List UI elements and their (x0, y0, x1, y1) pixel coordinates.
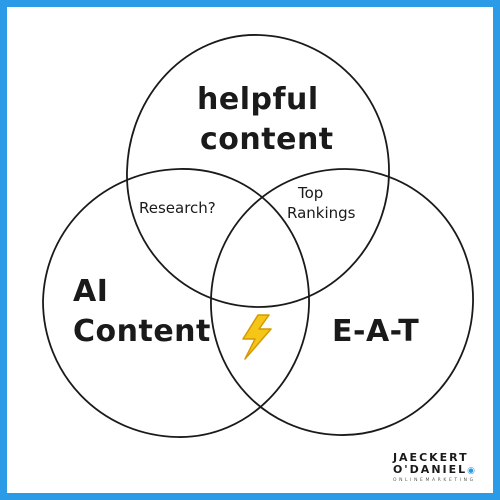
circle-eat (210, 168, 474, 436)
label-top: Top (298, 184, 324, 202)
label-helpful: helpful (197, 82, 319, 117)
label-rankings: Rankings (287, 204, 356, 222)
label-content-top: content (200, 122, 334, 157)
venn-diagram (42, 34, 474, 438)
logo-line-2: O'DANIEL◉ (393, 464, 477, 477)
logo-line-1: JAECKERT (392, 450, 469, 464)
logo-pin-icon: ◉ (467, 466, 477, 477)
company-logo: JAECKERT O'DANIEL◉ ONLINEMARKETING (392, 450, 477, 483)
logo-tagline: ONLINEMARKETING (392, 478, 476, 483)
label-eat: E-A-T (332, 314, 420, 349)
label-ai: AI (73, 274, 109, 309)
logo-line-2-text: O'DANIEL (392, 463, 468, 477)
lightning-bolt-icon (242, 314, 272, 360)
label-research: Research? (139, 199, 216, 217)
circle-helpful-content (126, 34, 390, 308)
label-content-left: Content (73, 314, 211, 349)
circle-ai-content (42, 168, 310, 438)
